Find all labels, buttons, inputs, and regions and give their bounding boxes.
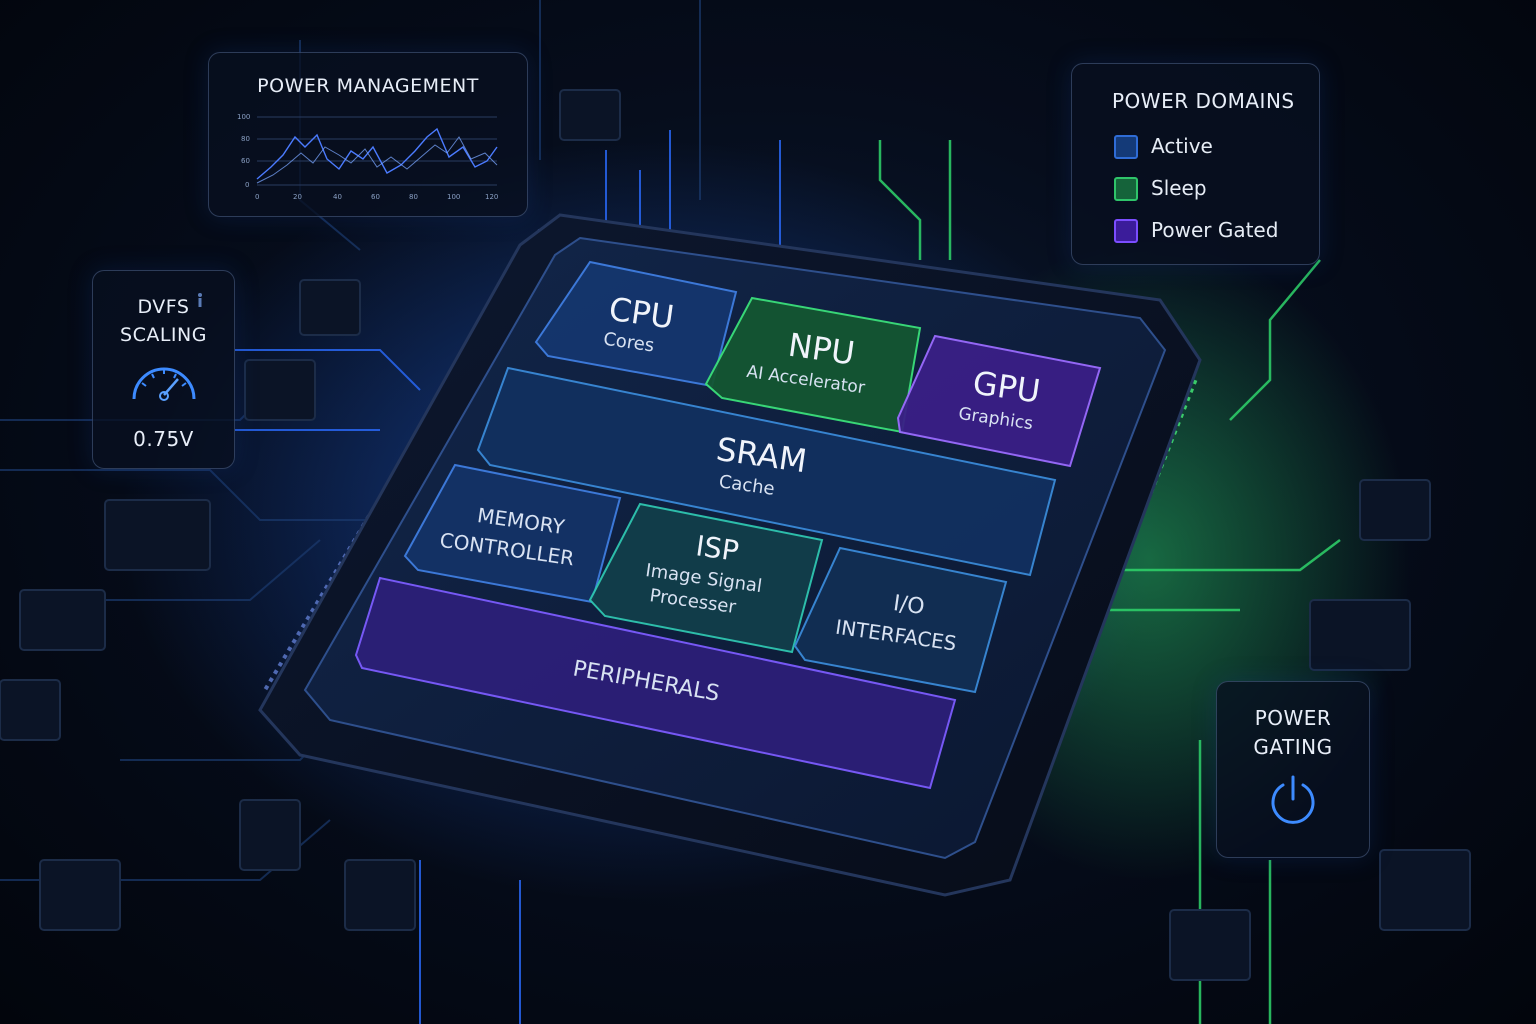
legend-swatch-power-gated	[1114, 219, 1138, 243]
power-management-chart: 100 80 60 0 0 20 40 60 80 100 120	[237, 113, 498, 201]
x-tick: 0	[255, 193, 259, 201]
svg-text:GPU: GPU	[970, 364, 1042, 411]
svg-text:ISP: ISP	[694, 529, 741, 568]
dvfs-voltage-value: 0.75V	[133, 427, 194, 451]
power-gating-title-line2: GATING	[1253, 735, 1333, 759]
npu-block: NPU AI Accelerator	[704, 296, 922, 434]
person-icon	[198, 293, 202, 307]
svg-text:CPU: CPU	[607, 290, 677, 337]
dvfs-title-line1: DVFS	[137, 296, 190, 318]
power-domains-title: POWER DOMAINS	[1112, 89, 1295, 113]
power-gating-panel: POWER GATING	[1216, 681, 1370, 858]
isp-block: ISP Image Signal Processer	[588, 502, 824, 654]
y-tick: 60	[241, 157, 250, 165]
memory-controller-block: MEMORY CONTROLLER	[403, 463, 622, 604]
legend-swatch-active	[1114, 135, 1138, 159]
x-tick: 20	[293, 193, 302, 201]
x-tick: 40	[333, 193, 342, 201]
dvfs-title: DVFS SCALING	[93, 293, 234, 349]
svg-text:I/O: I/O	[892, 591, 926, 620]
legend-label: Power Gated	[1151, 218, 1279, 242]
power-management-title: POWER MANAGEMENT	[257, 75, 479, 97]
power-management-panel: POWER MANAGEMENT 100 80 60 0 0 20 40 60 …	[208, 52, 528, 217]
svg-text:NPU: NPU	[786, 326, 857, 373]
peripherals-block: PERIPHERALS	[354, 576, 957, 790]
power-line-2	[256, 136, 498, 184]
dvfs-scaling-panel: DVFS SCALING 0.75V	[92, 270, 235, 469]
gauge-icon	[132, 367, 196, 401]
y-tick: 0	[245, 181, 249, 189]
power-gating-title: POWER GATING	[1217, 704, 1369, 762]
power-line-1	[256, 127, 498, 180]
legend-label: Active	[1151, 134, 1213, 158]
x-tick: 120	[485, 193, 498, 201]
power-domains-legend: POWER DOMAINS Active Sleep Power Gated	[1071, 63, 1320, 265]
power-gating-title-line1: POWER	[1254, 706, 1332, 730]
x-tick: 80	[409, 193, 418, 201]
sram-block: SRAM Cache	[476, 366, 1057, 577]
dvfs-title-line2: SCALING	[120, 324, 207, 346]
x-tick: 60	[371, 193, 380, 201]
power-icon	[1271, 775, 1315, 824]
legend-label: Sleep	[1151, 176, 1207, 200]
y-tick: 100	[237, 113, 250, 121]
cpu-block: CPU Cores	[534, 260, 738, 388]
gpu-block: GPU Graphics	[896, 334, 1102, 468]
x-tick: 100	[447, 193, 460, 201]
legend-swatch-sleep	[1114, 177, 1138, 201]
io-interfaces-block: I/O INTERFACES	[793, 546, 1008, 694]
y-tick: 80	[241, 135, 250, 143]
